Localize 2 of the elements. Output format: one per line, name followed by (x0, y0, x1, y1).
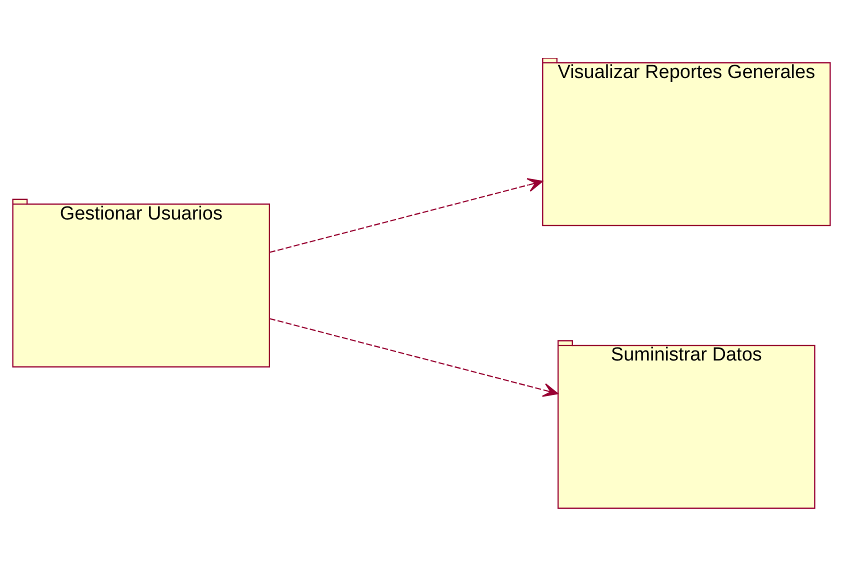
arrow (269, 178, 544, 252)
arrow (269, 318, 558, 396)
